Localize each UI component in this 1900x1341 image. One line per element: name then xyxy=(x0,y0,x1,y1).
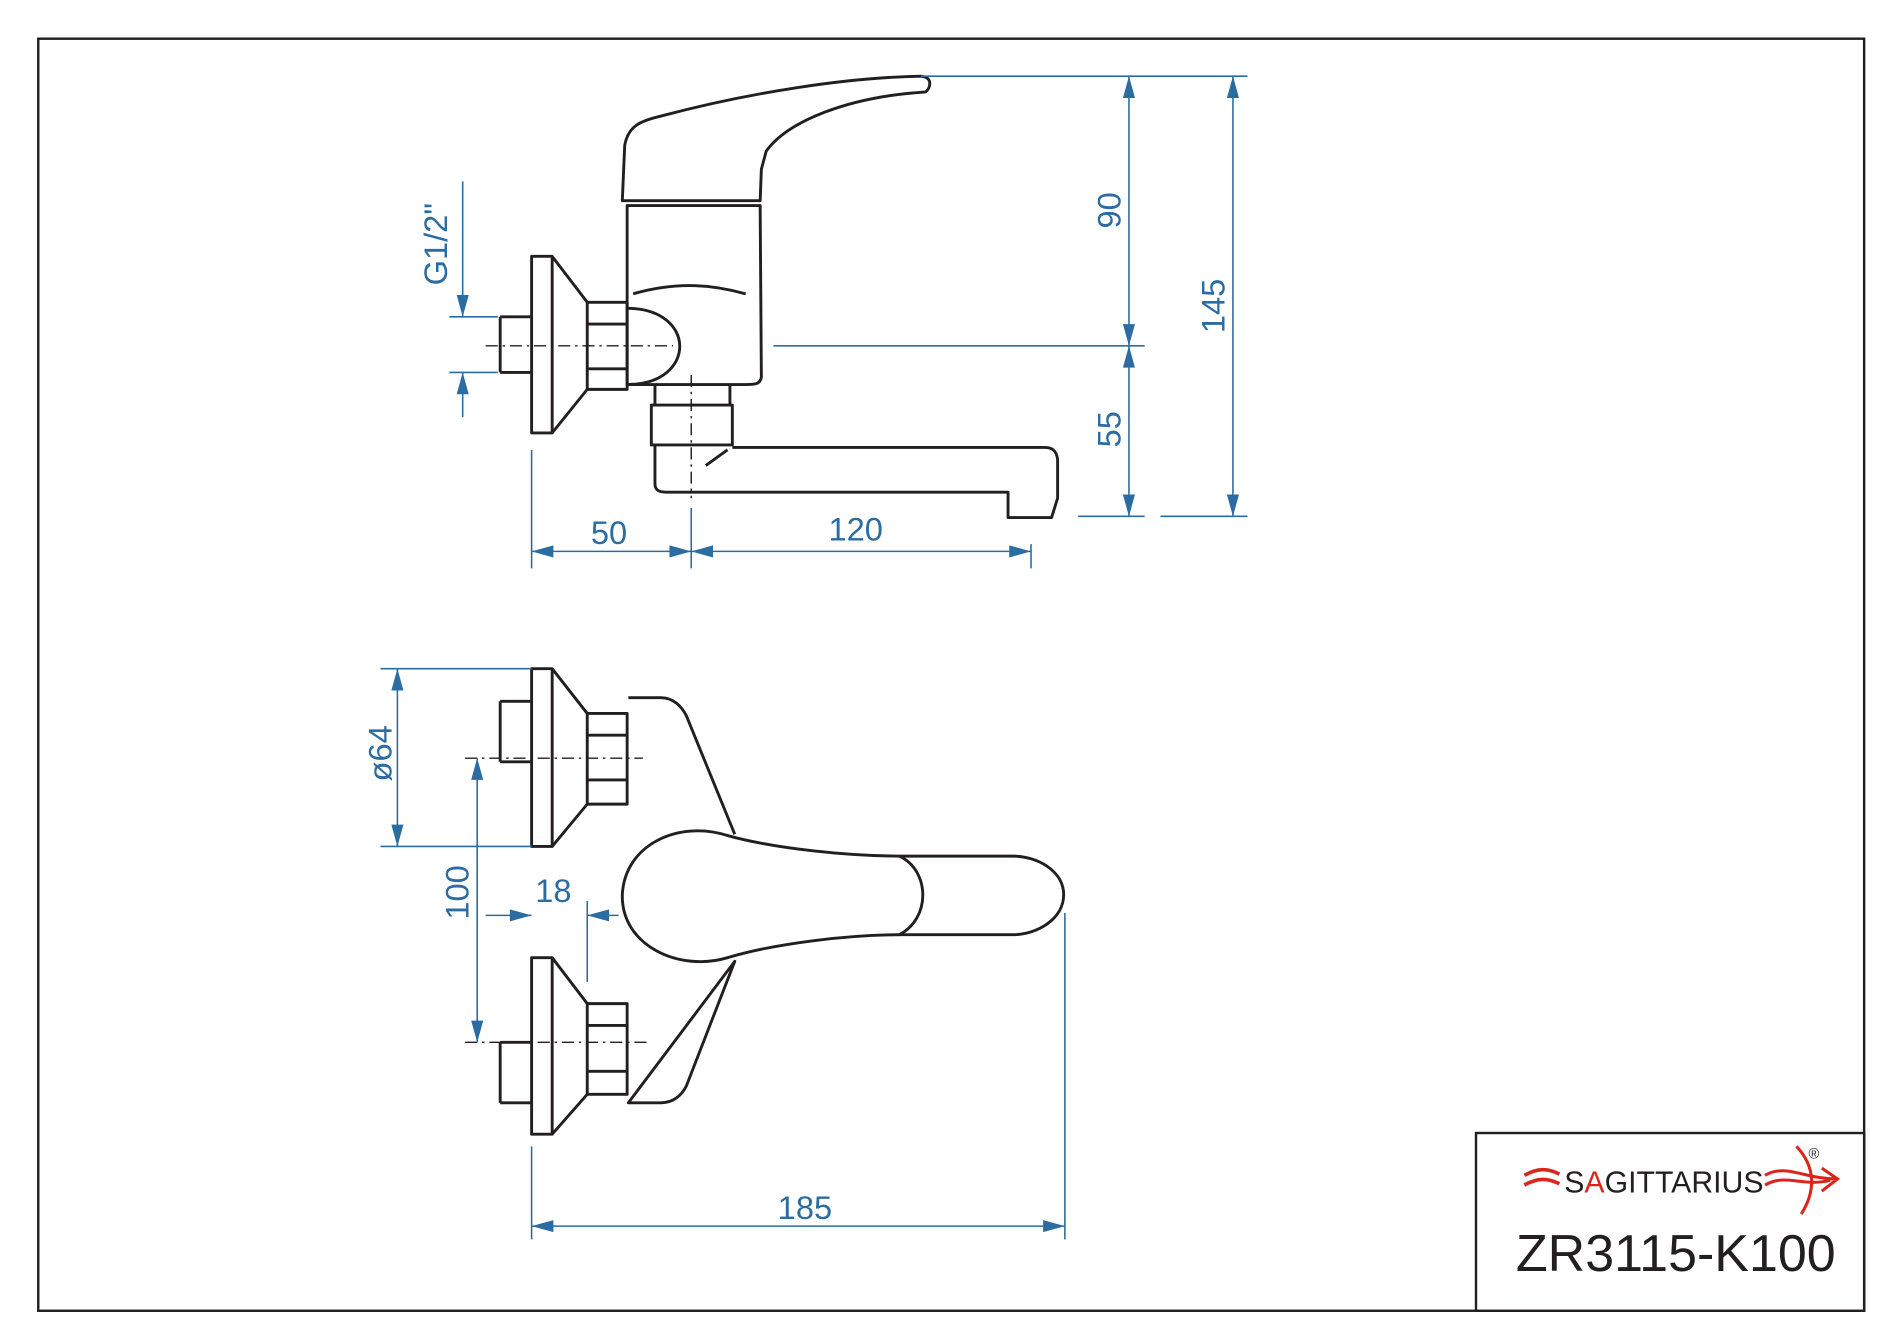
model-number: ZR3115-K100 xyxy=(1516,1225,1836,1283)
hex-nut xyxy=(585,300,629,391)
side-view: 90 55 145 G1/2" 50 120 xyxy=(417,74,1248,569)
dim-thread: G1/2" xyxy=(417,203,454,285)
spout-collar xyxy=(649,384,734,447)
dim-inlet-spacing: 100 xyxy=(439,865,476,919)
dim-total-length: 185 xyxy=(778,1189,832,1226)
flange-lower xyxy=(530,956,589,1136)
dim-spout-reach: 120 xyxy=(828,511,882,548)
top-view: ø64 100 18 185 xyxy=(361,667,1066,1240)
flange xyxy=(530,254,589,435)
drawing-frame xyxy=(37,37,1866,1312)
flange-upper xyxy=(530,667,589,848)
dim-spout-height: 55 xyxy=(1090,411,1127,447)
body-top xyxy=(626,696,737,1105)
dim-inlet-depth: 18 xyxy=(535,872,571,909)
brand-logo: SAGITTARIUS ® xyxy=(1523,1145,1841,1215)
title-block: SAGITTARIUS ® ZR3115-K100 xyxy=(1474,1131,1866,1312)
faucet-body xyxy=(625,204,763,386)
lever-top xyxy=(620,829,1066,963)
dim-flange-diameter: ø64 xyxy=(361,725,398,781)
dim-wall-offset: 50 xyxy=(591,514,627,551)
hex-nut-lower xyxy=(585,1002,629,1096)
hex-nut-upper xyxy=(585,711,629,806)
lever-handle xyxy=(620,74,932,203)
body-mark xyxy=(632,284,747,296)
connector xyxy=(627,306,681,386)
inlet-stub xyxy=(498,315,532,374)
dim-handle-height: 90 xyxy=(1090,192,1127,228)
dim-total-height: 145 xyxy=(1194,279,1231,333)
svg-text:®: ® xyxy=(1809,1146,1820,1162)
svg-text:SAGITTARIUS: SAGITTARIUS xyxy=(1564,1166,1763,1199)
spout xyxy=(653,444,1060,519)
